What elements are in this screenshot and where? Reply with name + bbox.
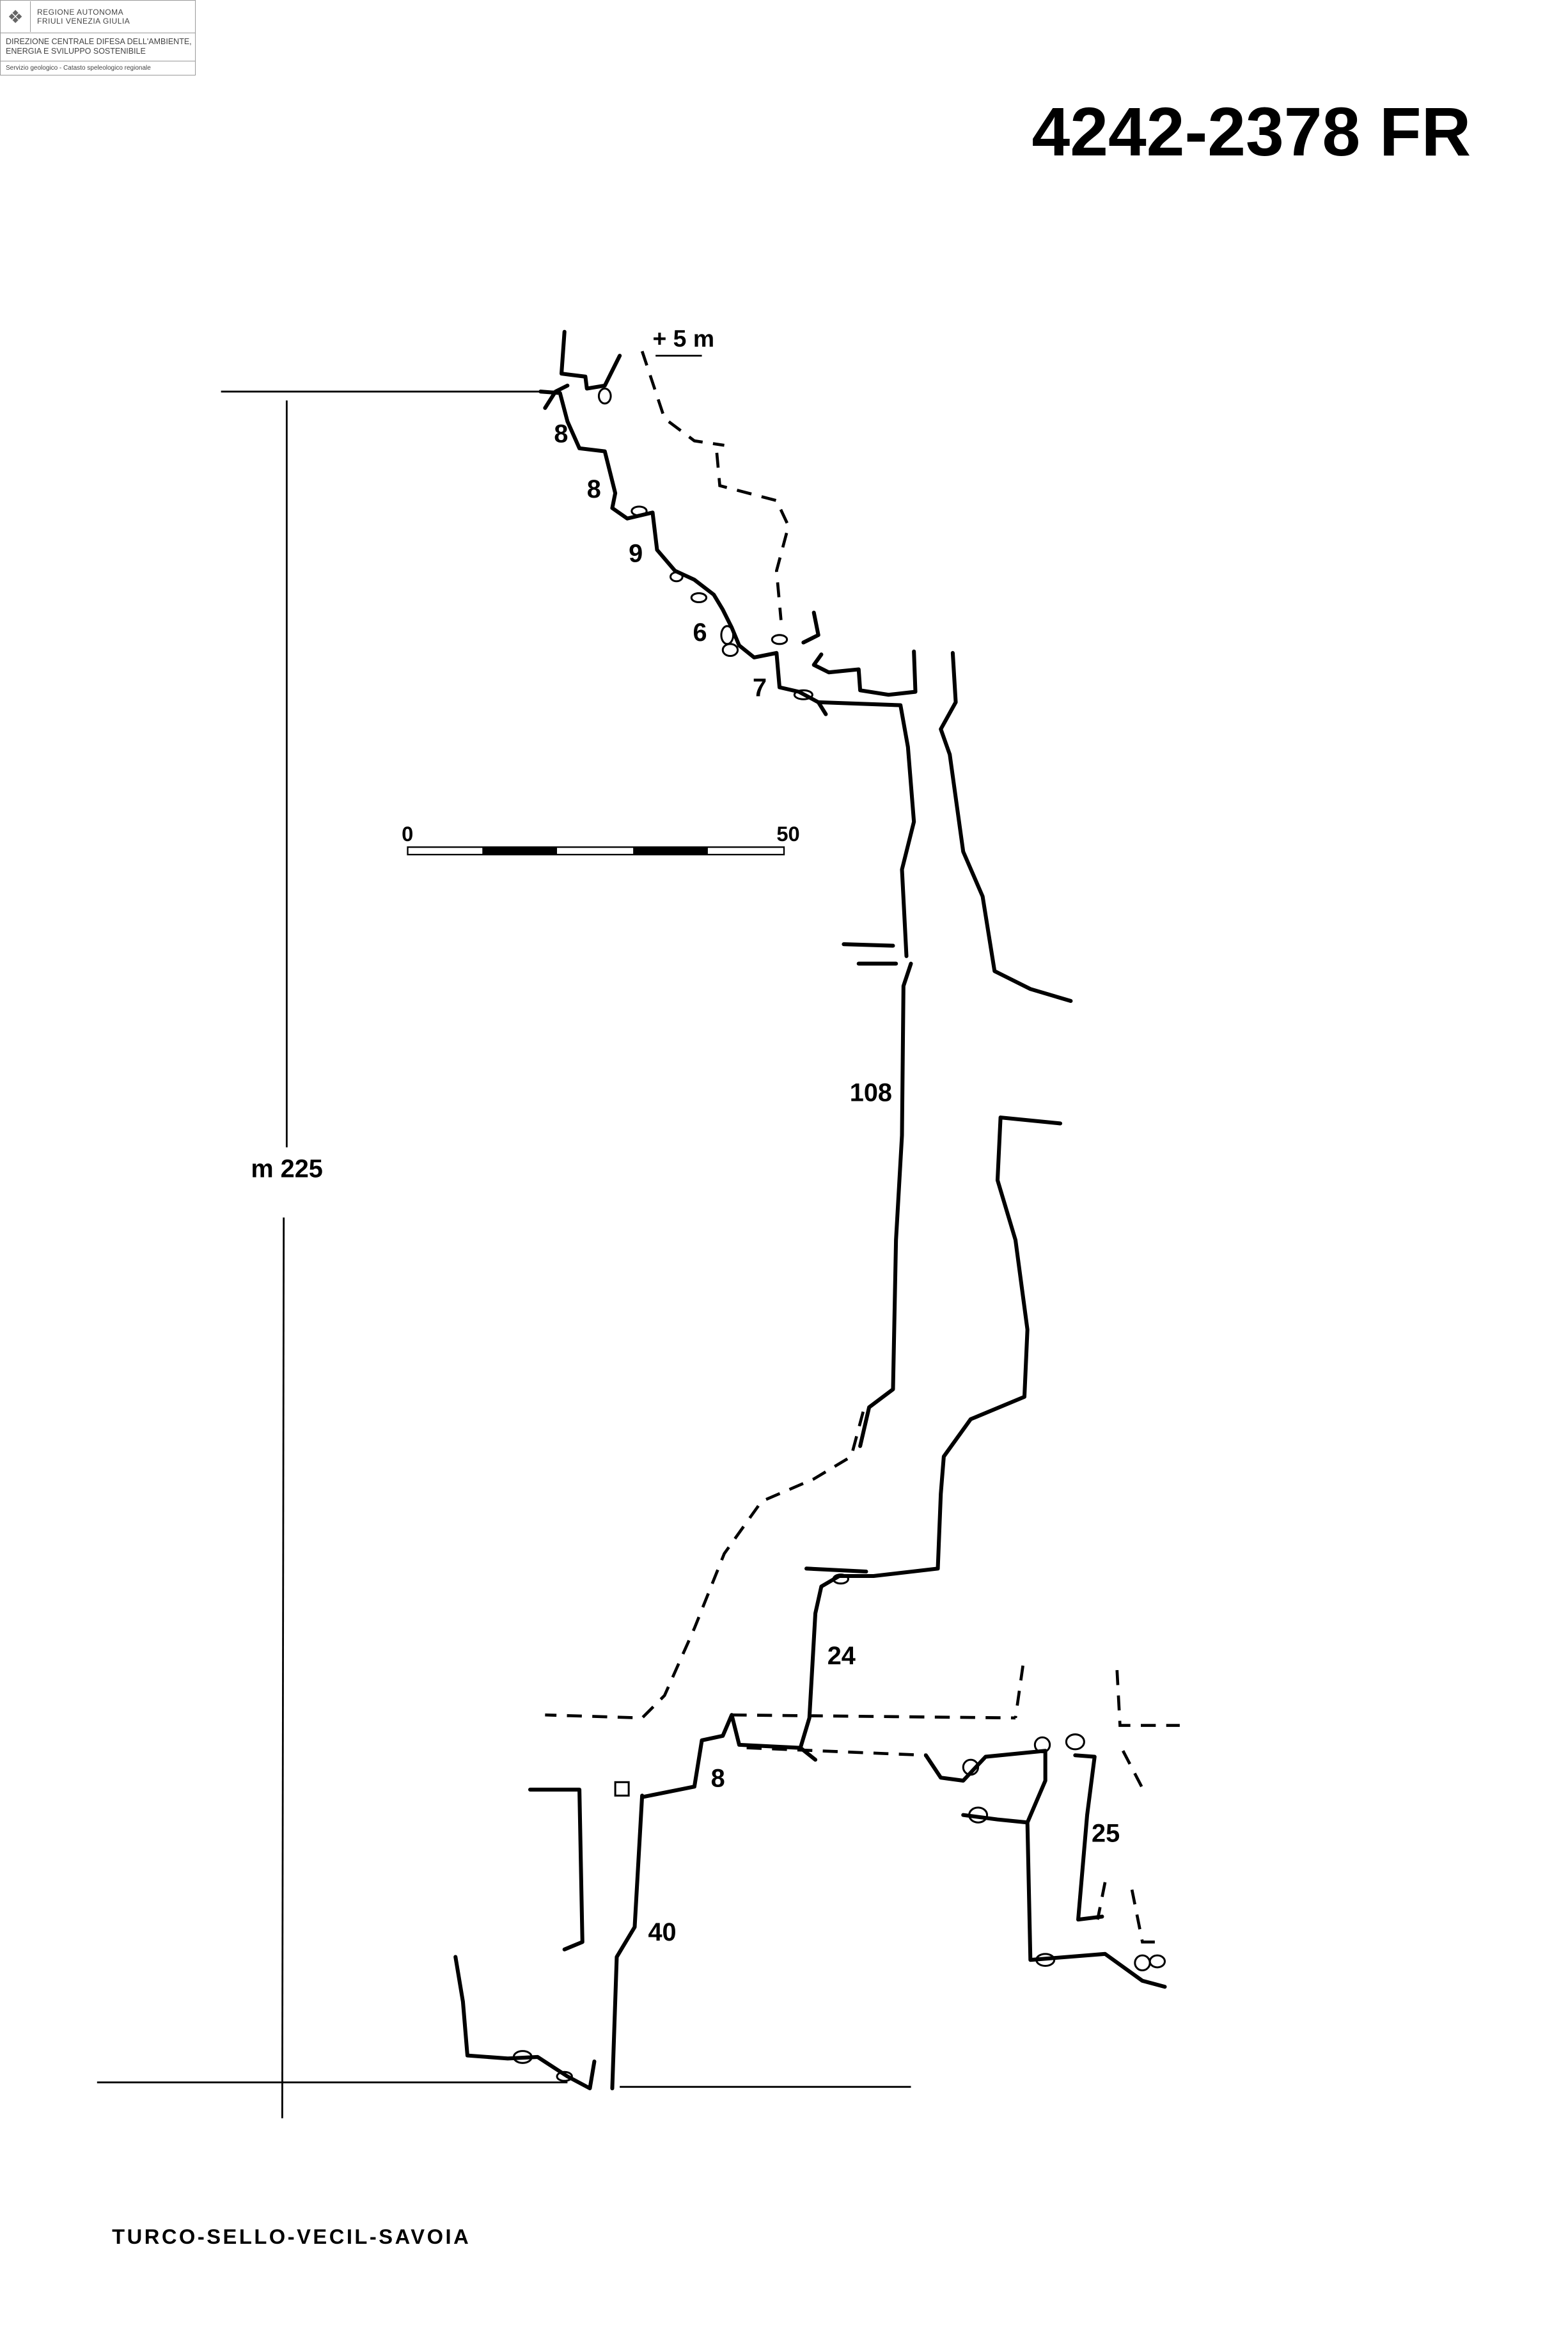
pitch-label: 25 xyxy=(1092,1820,1120,1848)
pitch-label: 8 xyxy=(554,420,568,448)
logo-line-2: FRIULI VENEZIA GIULIA xyxy=(37,17,130,26)
scale-end: 50 xyxy=(776,822,799,846)
pitch-depth-labels: 8 8 9 6 7 108 24 8 25 40 xyxy=(554,420,1120,1946)
pitch-label: 24 xyxy=(827,1642,856,1670)
pitch-label: 7 xyxy=(753,674,767,702)
eagle-emblem-icon: ❖ xyxy=(1,1,31,32)
logo-line-4: ENERGIA E SVILUPPO SOSTENIBILE xyxy=(6,47,146,56)
scale-start: 0 xyxy=(402,822,413,846)
total-depth-label: m 225 xyxy=(251,1155,323,1183)
dashed-projections xyxy=(545,351,1180,1944)
scale-bar: 0 50 xyxy=(402,822,800,856)
pitch-label: 40 xyxy=(648,1918,676,1946)
pitch-label: 8 xyxy=(711,1764,725,1792)
pitch-label: 8 xyxy=(587,475,601,503)
cave-id-title: 4242-2378 FR xyxy=(1032,93,1471,170)
entrance-elevation: + 5 m xyxy=(652,325,714,352)
boulders xyxy=(512,387,1166,2082)
logo-line-1: REGIONE AUTONOMA xyxy=(37,8,124,17)
pitch-label: 108 xyxy=(850,1078,892,1107)
logo-line-3: DIREZIONE CENTRALE DIFESA DELL'AMBIENTE, xyxy=(6,37,192,46)
cave-walls xyxy=(453,329,1167,2091)
pitch-label: 6 xyxy=(693,619,707,647)
pitch-label: 9 xyxy=(629,539,643,567)
survey-authors: TURCO-SELLO-VECIL-SAVOIA xyxy=(112,2225,471,2248)
logo-line-5: Servizio geologico - Catasto speleologic… xyxy=(6,65,151,72)
depth-reference: m 225 xyxy=(97,390,911,2118)
